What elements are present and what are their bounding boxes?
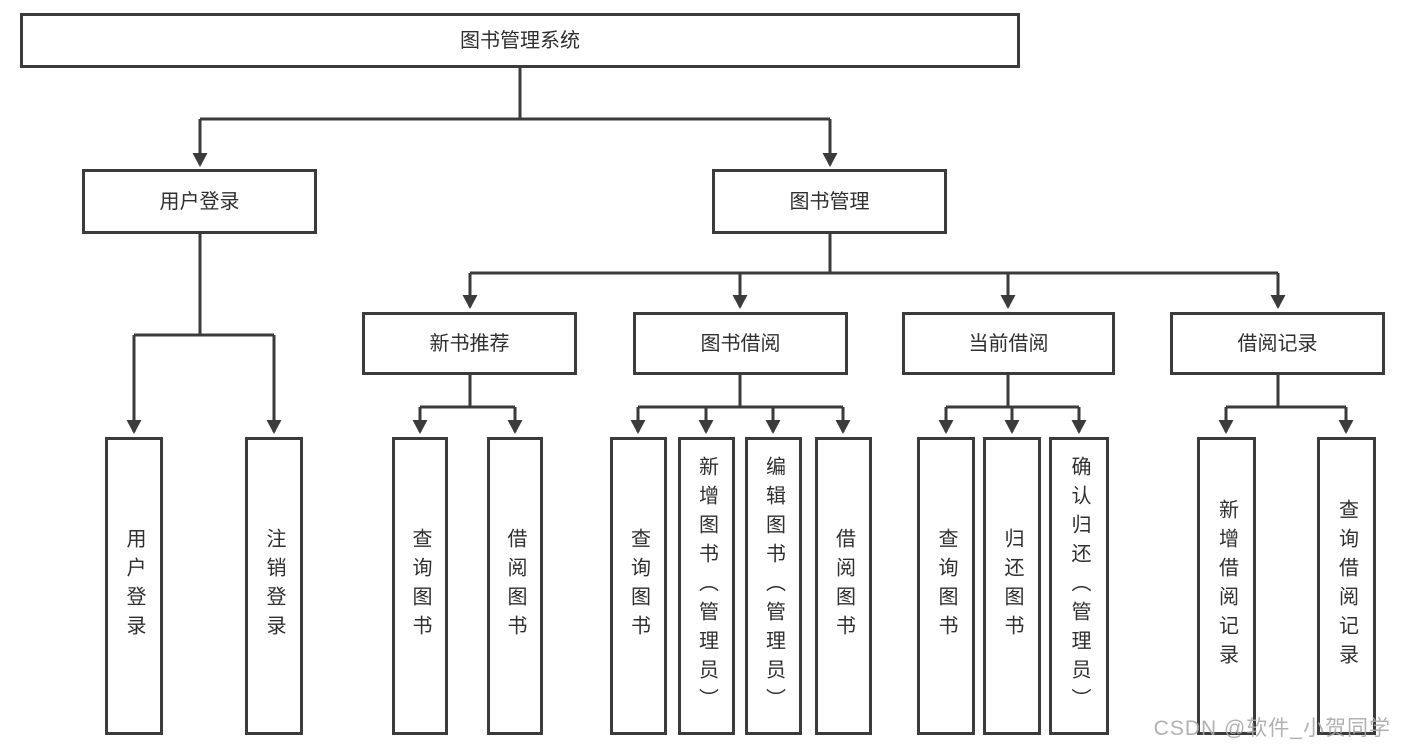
node-label: 借阅图书	[504, 528, 526, 644]
leaf-current-confirm-return-admin: 确认归还（管理员）	[1049, 437, 1109, 735]
node-label: 图书管理系统	[460, 29, 580, 52]
leaf-borrowing-edit-books-admin: 编辑图书（管理员）	[745, 437, 802, 735]
node-label: 图书借阅	[700, 332, 781, 355]
node-label: 注销登录	[263, 528, 285, 644]
node-new-book-recommend: 新书推荐	[362, 312, 577, 375]
leaf-current-query-books: 查询图书	[917, 437, 975, 735]
leaf-borrowing-add-books-admin: 新增图书（管理员）	[678, 437, 735, 735]
leaf-borrowing-query-books: 查询图书	[610, 437, 667, 735]
node-label: 编辑图书（管理员）	[762, 455, 785, 717]
node-label: 用户登录	[123, 528, 145, 644]
leaf-logout-login: 注销登录	[245, 437, 303, 735]
leaf-user-login: 用户登录	[105, 437, 163, 735]
csdn-watermark: CSDN @软件_小贺同学	[1153, 717, 1391, 740]
node-book-borrowing: 图书借阅	[633, 312, 848, 375]
leaf-recommend-query-books: 查询图书	[392, 437, 448, 735]
node-label: 查询图书	[627, 528, 650, 644]
node-label: 用户登录	[159, 190, 240, 213]
node-book-management: 图书管理	[712, 169, 947, 234]
node-label: 新书推荐	[429, 332, 510, 355]
leaf-records-query-record: 查询借阅记录	[1317, 437, 1376, 735]
leaf-borrowing-borrow-books: 借阅图书	[815, 437, 872, 735]
node-label: 查询图书	[935, 528, 957, 644]
node-label: 图书管理	[789, 190, 870, 213]
node-current-borrowing: 当前借阅	[902, 312, 1115, 375]
leaf-current-return-books: 归还图书	[983, 437, 1041, 735]
node-label: 查询图书	[409, 528, 431, 644]
node-user-login: 用户登录	[82, 169, 317, 234]
node-label: 借阅图书	[832, 528, 855, 644]
leaf-recommend-borrow-books: 借阅图书	[487, 437, 543, 735]
node-label: 确认归还（管理员）	[1068, 455, 1090, 717]
node-label: 归还图书	[1001, 528, 1023, 644]
node-label: 查询借阅记录	[1335, 499, 1358, 673]
node-label: 借阅记录	[1237, 332, 1318, 355]
node-label: 新增图书（管理员）	[695, 455, 718, 717]
node-label: 当前借阅	[968, 332, 1049, 355]
node-label: 新增借阅记录	[1215, 499, 1238, 673]
node-library-management-system: 图书管理系统	[20, 13, 1020, 68]
node-borrowing-records: 借阅记录	[1170, 312, 1385, 375]
leaf-records-add-record: 新增借阅记录	[1197, 437, 1256, 735]
